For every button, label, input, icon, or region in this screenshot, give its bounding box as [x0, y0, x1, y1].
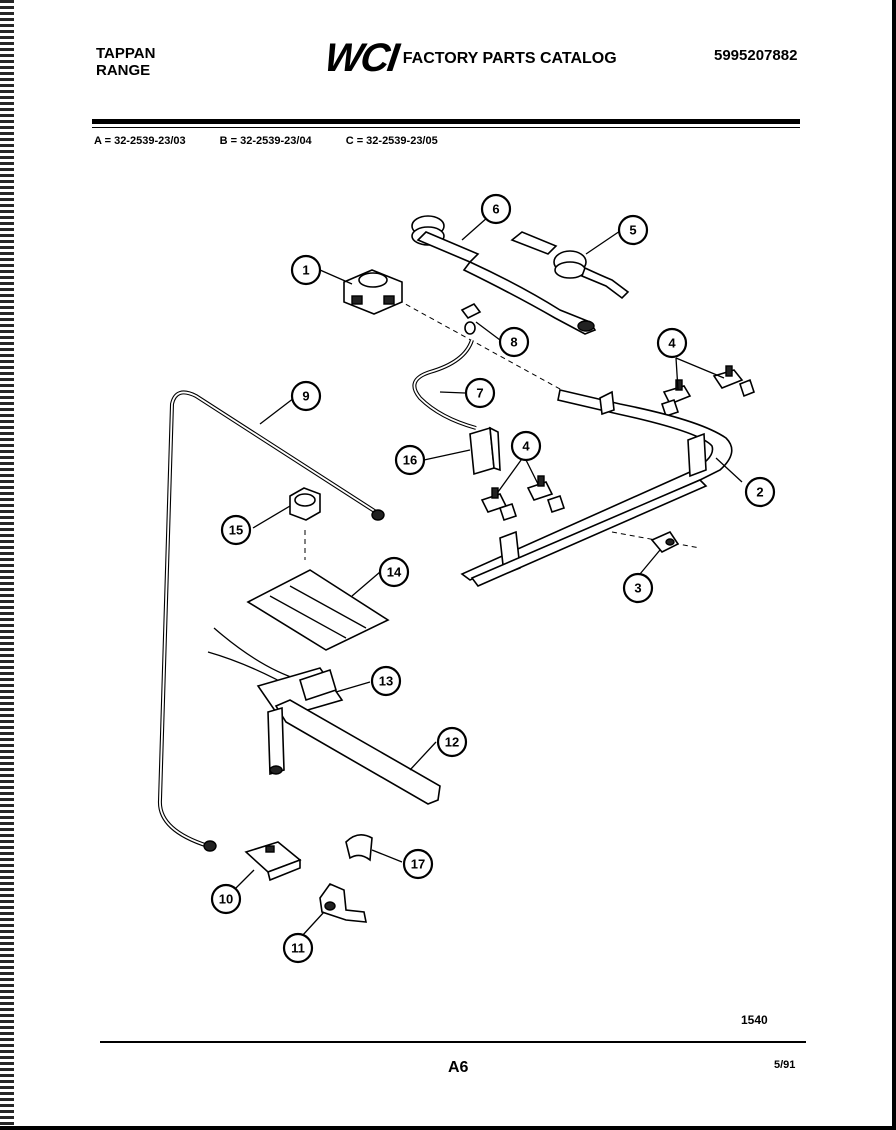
part-16-block: [469, 426, 501, 476]
callout-16: 16: [394, 444, 426, 476]
svg-text:13: 13: [379, 674, 393, 689]
svg-text:10: 10: [219, 892, 233, 907]
svg-text:15: 15: [229, 523, 243, 538]
figure-number: 1540: [741, 1013, 768, 1027]
svg-text:8: 8: [510, 335, 517, 350]
catalog-title: FACTORY PARTS CATALOG: [402, 49, 617, 67]
part-4-valves-upper: [660, 365, 755, 418]
callout-17: 17: [402, 848, 434, 880]
svg-text:5: 5: [629, 223, 636, 238]
callout-14: 14: [378, 556, 410, 588]
model-list: A = 32-2539-23/03 B = 32-2539-23/04 C = …: [94, 135, 438, 147]
callout-8: 8: [498, 326, 530, 358]
callout-12: 12: [436, 726, 468, 758]
revision-date: 5/91: [774, 1059, 796, 1071]
svg-text:4: 4: [522, 439, 530, 454]
brand-name: TAPPAN: [96, 45, 156, 62]
callout-1: 1: [290, 254, 322, 286]
part-7-tube: [412, 339, 477, 430]
model-c: C = 32-2539-23/05: [345, 135, 438, 147]
leader-lines: [233, 216, 743, 937]
svg-text:17: 17: [411, 857, 425, 872]
callout-3: 3: [622, 572, 654, 604]
callout-10: 10: [210, 883, 242, 915]
assembly-line: [611, 531, 701, 549]
svg-text:14: 14: [387, 565, 402, 580]
svg-text:3: 3: [634, 581, 641, 596]
callout-5: 5: [617, 214, 649, 246]
callout-11: 11: [282, 932, 314, 964]
callout-4-upper: 4: [656, 327, 688, 359]
brand-block: TAPPAN RANGE: [96, 45, 155, 79]
catalog-heading: WCI FACTORY PARTS CATALOG: [322, 36, 617, 81]
footer-rule: [100, 1041, 806, 1043]
part-14-shield: [246, 569, 390, 651]
svg-text:2: 2: [756, 485, 763, 500]
model-a: A = 32-2539-23/03: [94, 135, 186, 147]
svg-text:11: 11: [291, 941, 305, 956]
part-5-valve: [510, 231, 630, 300]
part-6-valve-assembly: [411, 215, 597, 335]
catalog-number: 5995207882: [714, 47, 798, 64]
part-8-clip: [460, 302, 482, 335]
product-type: RANGE: [96, 62, 151, 79]
callout-6: 6: [480, 193, 512, 225]
callout-15: 15: [220, 514, 252, 546]
svg-text:7: 7: [476, 386, 483, 401]
part-11-bracket: [319, 883, 367, 923]
svg-text:12: 12: [445, 735, 459, 750]
part-3-valve: [650, 530, 680, 553]
part-15-nut: [289, 487, 321, 521]
header-rule: [92, 119, 800, 124]
header-rule-thin: [92, 127, 800, 128]
model-b: B = 32-2539-23/04: [219, 135, 312, 147]
callout-9: 9: [290, 380, 322, 412]
part-10-clip: [244, 841, 302, 882]
scan-edge-left: [0, 0, 14, 1130]
svg-text:16: 16: [403, 453, 417, 468]
svg-text:9: 9: [302, 389, 309, 404]
callout-2: 2: [744, 476, 776, 508]
svg-text:4: 4: [668, 336, 676, 351]
svg-text:6: 6: [492, 202, 499, 217]
part-12-burner: [267, 699, 441, 805]
callout-4-lower: 4: [510, 430, 542, 462]
svg-text:1: 1: [302, 263, 309, 278]
scan-edge-bottom: [0, 1126, 896, 1130]
part-9-tube: [157, 390, 385, 852]
callout-7: 7: [464, 377, 496, 409]
part-1-regulator: [343, 269, 403, 315]
scan-edge-right: [892, 0, 896, 1130]
part-2-manifold: [460, 389, 733, 587]
page-code: A6: [448, 1059, 469, 1076]
part-17-clamp: [345, 834, 373, 862]
callout-13: 13: [370, 665, 402, 697]
part-4-valves-lower: [480, 475, 566, 522]
assembly-line: [397, 299, 581, 401]
